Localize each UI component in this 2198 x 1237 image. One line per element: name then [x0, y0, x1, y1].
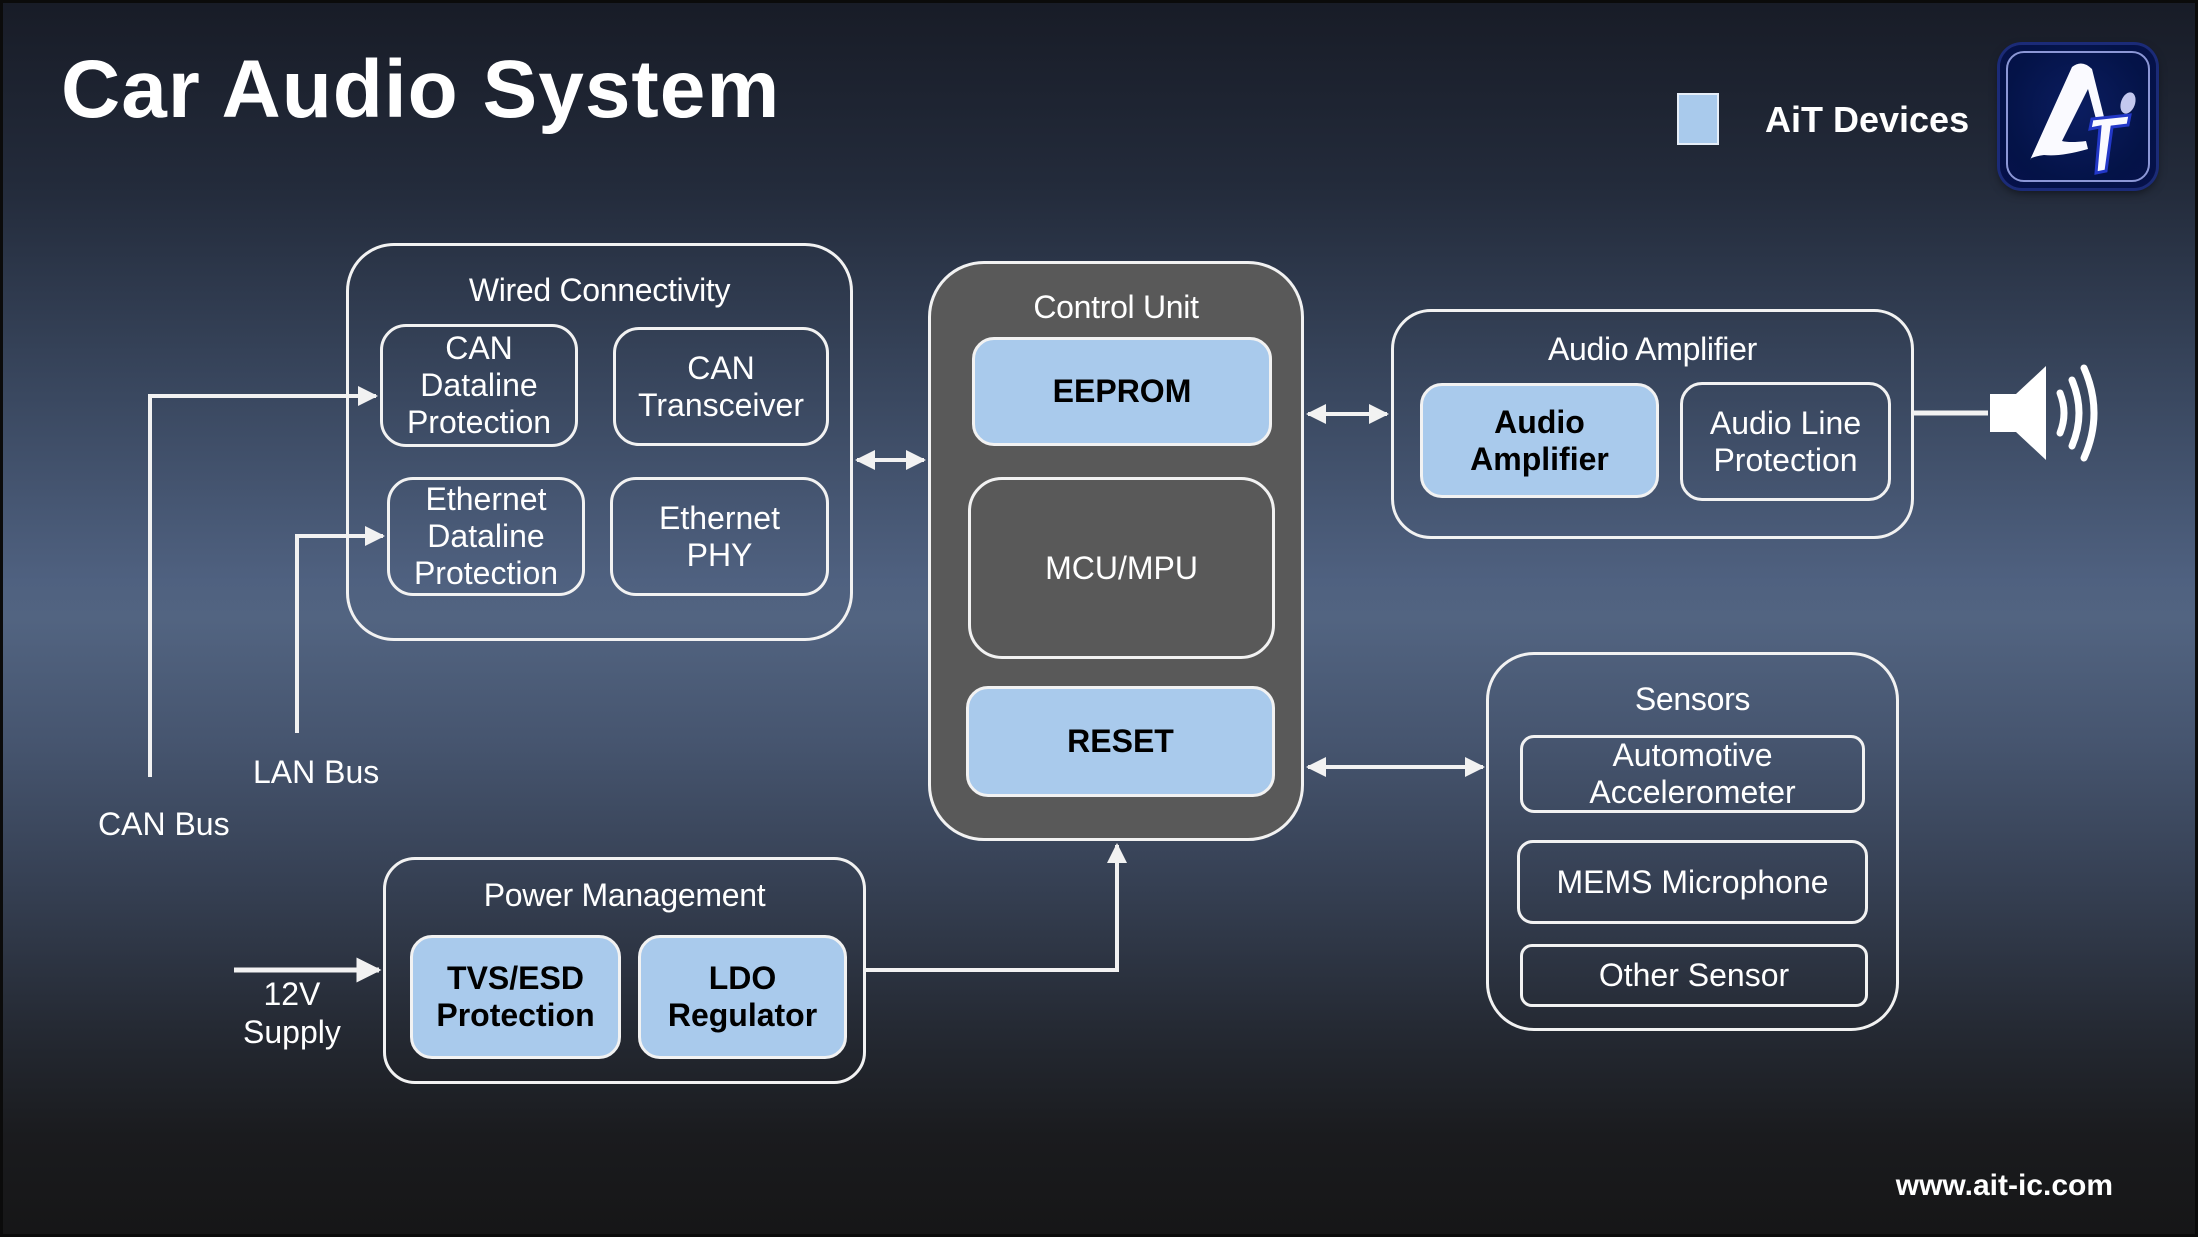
legend-label: AiT Devices — [1765, 99, 1970, 140]
block-tvs-esd-protection[interactable]: TVS/ESD Protection — [410, 935, 621, 1059]
block-automotive-accelerometer[interactable]: Automotive Accelerometer — [1520, 735, 1865, 813]
block-reset[interactable]: RESET — [966, 686, 1275, 797]
speaker-icon — [1990, 364, 2098, 462]
block-label: TVS/ESD Protection — [436, 960, 595, 1033]
block-label: CAN Dataline Protection — [406, 330, 552, 440]
block-label: Other Sensor — [1598, 957, 1790, 994]
group-title: Sensors — [1634, 681, 1751, 717]
logo-ring — [2006, 51, 2150, 182]
can-bus-wire — [148, 386, 378, 777]
ait-logo-icon — [2000, 45, 2156, 188]
legend-swatch-ait — [1677, 93, 1719, 145]
block-label: MEMS Microphone — [1556, 863, 1829, 900]
block-label: RESET — [1067, 723, 1174, 760]
logo-glyph-icon — [2030, 63, 2136, 175]
block-audio-amplifier[interactable]: Audio Amplifier — [1420, 383, 1659, 498]
block-other-sensor[interactable]: Other Sensor — [1520, 944, 1868, 1007]
lan-bus-label: LAN Bus — [253, 754, 380, 790]
block-label: Audio Line Protection — [1709, 404, 1862, 478]
block-can-transceiver[interactable]: CAN Transceiver — [613, 327, 829, 446]
block-label: MCU/MPU — [1045, 549, 1198, 586]
block-label: CAN Transceiver — [638, 349, 804, 423]
block-mems-microphone[interactable]: MEMS Microphone — [1517, 840, 1868, 924]
group-title: Control Unit — [1033, 289, 1199, 325]
block-ethernet-dataline-protection[interactable]: Ethernet Dataline Protection — [387, 477, 585, 596]
block-label: EEPROM — [1052, 373, 1192, 410]
footer-url[interactable]: www.ait-ic.com — [1895, 1169, 2113, 1202]
block-ldo-regulator[interactable]: LDO Regulator — [638, 935, 847, 1059]
block-audio-line-protection[interactable]: Audio Line Protection — [1680, 382, 1891, 501]
group-title: Power Management — [483, 877, 766, 913]
supply-label: 12V Supply — [243, 976, 341, 1051]
can-bus-label: CAN Bus — [98, 806, 230, 842]
block-can-dataline-protection[interactable]: CAN Dataline Protection — [380, 324, 578, 447]
block-eeprom[interactable]: EEPROM — [972, 337, 1272, 446]
block-label: Ethernet Dataline Protection — [413, 481, 559, 591]
block-ethernet-phy[interactable]: Ethernet PHY — [610, 477, 829, 596]
group-power-management: Power Management — [383, 857, 866, 1084]
block-label: LDO Regulator — [667, 960, 818, 1033]
block-label: Automotive Accelerometer — [1589, 737, 1796, 810]
group-title: Audio Amplifier — [1548, 331, 1757, 367]
group-title: Wired Connectivity — [468, 272, 731, 308]
group-audio-amplifier: Audio Amplifier — [1391, 309, 1914, 539]
block-mcu-mpu[interactable]: MCU/MPU — [968, 477, 1275, 659]
group-wired-connectivity: Wired Connectivity — [346, 243, 853, 641]
block-label: Ethernet PHY — [659, 499, 780, 573]
page-title: Car Audio System — [61, 44, 781, 135]
group-sensors: Sensors — [1486, 652, 1899, 1031]
block-label: Audio Amplifier — [1470, 403, 1609, 477]
power-control-wire — [866, 843, 1127, 972]
